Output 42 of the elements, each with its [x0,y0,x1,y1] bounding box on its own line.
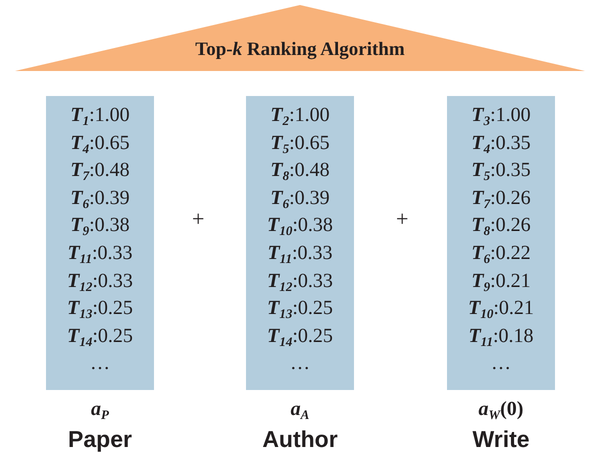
title-text: Top-k Ranking Algorithm [195,39,405,61]
column-name: Paper [68,426,132,453]
score-column [447,96,555,390]
score-entry: T$_{6}$:0.22 [471,242,531,264]
score-entry: T$_{8}$:0.26 [471,214,531,236]
score-entry: T$_{10}$:0.38 [267,214,333,236]
score-entry: T$_{11}$:0.33 [67,242,133,264]
score-entry: T$_{1}$:1.00 [70,104,130,126]
weight-label: a$_{A}$ [290,398,310,421]
score-entry: T$_{14}$:0.25 [267,324,333,347]
score-entry: T$_{2}$:1.00 [270,104,330,126]
score-entry: … [90,352,110,374]
score-entry: T$_{6}$:0.39 [70,186,130,209]
score-entry: T$_{9}$:0.38 [70,214,130,236]
score-column [46,96,154,390]
score-entry: T$_{10}$:0.21 [468,297,534,320]
column-name: Author [262,426,338,453]
weight-label: a$_{W}$(0) [478,398,524,421]
plus-sign: + [192,206,204,232]
score-entry: T$_{14}$:0.25 [67,324,133,347]
score-entry: T$_{13}$:0.25 [67,297,133,320]
score-entry: T$_{9}$:0.21 [471,270,531,292]
column-name: Write [472,426,530,453]
score-entry: T$_{13}$:0.25 [267,297,333,320]
plus-sign: + [396,206,408,232]
score-entry: T$_{7}$:0.48 [70,159,130,182]
score-entry: T$_{5}$:0.65 [270,132,330,154]
score-entry: … [491,352,511,374]
score-entry: T$_{4}$:0.35 [471,132,531,154]
score-column [246,96,354,390]
score-entry: T$_{12}$:0.33 [67,270,133,292]
score-entry: T$_{3}$:1.00 [471,104,531,126]
score-entry: T$_{7}$:0.26 [471,186,531,209]
score-entry: T$_{6}$:0.39 [270,186,330,209]
weight-label: a$_{P}$ [91,398,109,421]
score-entry: T$_{12}$:0.33 [267,270,333,292]
score-entry: … [290,352,310,374]
score-entry: T$_{8}$:0.48 [270,159,330,182]
score-entry: T$_{11}$:0.18 [468,324,534,347]
score-entry: T$_{11}$:0.33 [267,242,333,264]
score-entry: T$_{5}$:0.35 [471,159,531,182]
score-entry: T$_{4}$:0.65 [70,132,130,154]
